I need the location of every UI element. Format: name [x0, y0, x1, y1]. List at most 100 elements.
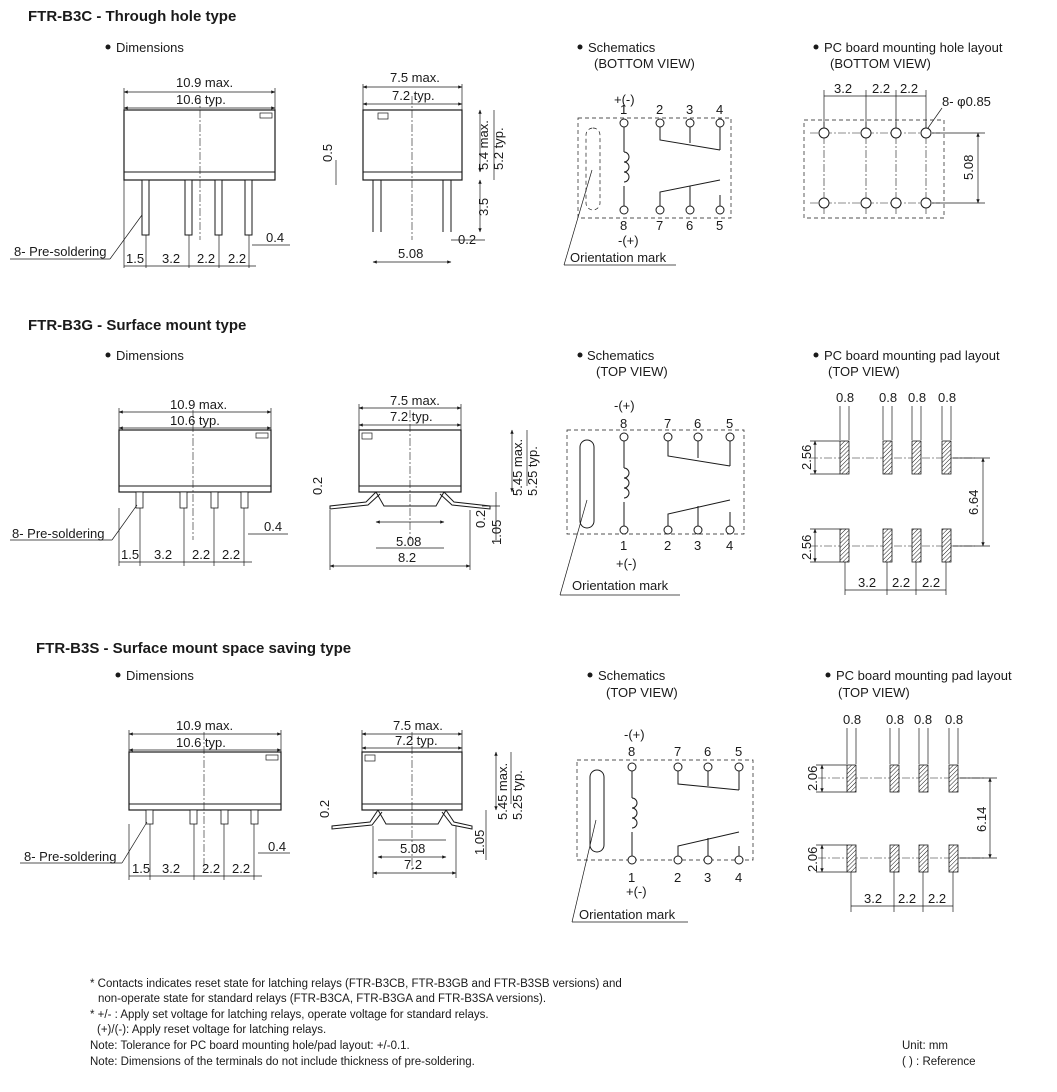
bottom-sign: +(-)	[626, 884, 647, 899]
schematic-ftr-b3c: Schematics (BOTTOM VIEW) +(-) 1 2 3 4 8 …	[563, 40, 732, 266]
height-typ: 5.2 typ.	[491, 127, 506, 170]
length-typ-label: 10.6 typ.	[170, 413, 220, 428]
relay-body	[118, 429, 272, 493]
pin-number: 2	[664, 538, 671, 553]
side-view: 7.5 max. 7.2 typ. 5.08 8.2 0.2 5.45 max.…	[310, 393, 540, 570]
hole-pitch: 2.2	[872, 81, 890, 96]
standoff-dim: 1.05	[489, 520, 504, 545]
pad-layout-ftr-b3g: PC board mounting pad layout (TOP VIEW) …	[799, 348, 1000, 595]
layout-view: (TOP VIEW)	[838, 685, 910, 700]
terminal-width: 0.4	[268, 839, 286, 854]
presolder-label: 8- Pre-soldering	[14, 244, 107, 259]
unit-label: Unit: mm	[902, 1040, 948, 1052]
relay-body	[123, 109, 276, 181]
lead-thickness: 0.2	[310, 477, 325, 495]
terminal-width: 0.4	[266, 230, 284, 245]
pitch-3: 2.2	[202, 861, 220, 876]
mounting-pads	[839, 440, 952, 563]
height-max: 5.4 max.	[476, 120, 491, 170]
overall-width: 7.2	[404, 857, 422, 872]
through-hole-pins	[141, 179, 253, 236]
pitch-4: 2.2	[232, 861, 250, 876]
hole-layout-ftr-b3c: PC board mounting hole layout (BOTTOM VI…	[803, 40, 1003, 219]
footnote: non-operate state for standard relays (F…	[98, 993, 546, 1005]
pad-pitch: 3.2	[858, 575, 876, 590]
lead-thickness-2: 0.2	[473, 510, 488, 528]
pin-thickness: 0.2	[458, 232, 476, 247]
section-ftr-b3c: FTR-B3C - Through hole type Dimensions 1…	[10, 8, 1003, 268]
pin-number: 1	[620, 102, 627, 117]
width-typ-label: 7.2 typ.	[392, 88, 435, 103]
pitch-2: 3.2	[154, 547, 172, 562]
schematic-view: (TOP VIEW)	[606, 685, 678, 700]
height-max: 5.45 max.	[510, 439, 525, 496]
hole-callout: 8- φ0.85	[942, 94, 991, 109]
orientation-mark-label: Orientation mark	[572, 578, 669, 593]
pin-number: 3	[694, 538, 701, 553]
pin-number: 2	[656, 102, 663, 117]
footnote: (+)/(-): Apply reset voltage for latchin…	[97, 1024, 326, 1036]
terminal-width: 0.4	[264, 519, 282, 534]
top-sign: -(+)	[624, 727, 645, 742]
standoff-dim: 1.05	[472, 830, 487, 855]
length-typ-label: 10.6 typ.	[176, 735, 226, 750]
pin-number: 6	[704, 744, 711, 759]
pad-pitch: 2.2	[922, 575, 940, 590]
schematic-ftr-b3g: Schematics (TOP VIEW) -(+) 8 7 6 5 1 2 3…	[559, 348, 745, 596]
pitch-4: 2.2	[228, 251, 246, 266]
pin-number: 7	[656, 218, 663, 233]
mounting-holes	[818, 127, 932, 209]
footnotes: * Contacts indicates reset state for lat…	[90, 978, 976, 1068]
pad-width: 0.8	[836, 390, 854, 405]
dimensions-label: Dimensions	[116, 40, 184, 55]
orientation-mark-label: Orientation mark	[579, 907, 676, 922]
pin-number: 5	[726, 416, 733, 431]
width-typ-label: 7.2 typ.	[395, 733, 438, 748]
pitch-1: 1.5	[132, 861, 150, 876]
pitch-2: 3.2	[162, 251, 180, 266]
pin-number: 6	[686, 218, 693, 233]
pin-number: 5	[735, 744, 742, 759]
pin-length: 3.5	[476, 198, 491, 216]
presolder-label: 8- Pre-soldering	[24, 849, 117, 864]
row-gap: 5.08	[961, 155, 976, 180]
pitch-3: 2.2	[192, 547, 210, 562]
section-title: FTR-B3S - Surface mount space saving typ…	[36, 640, 351, 657]
pitch-1: 1.5	[126, 251, 144, 266]
coil-icon	[623, 151, 630, 183]
mounting-pads	[846, 764, 959, 873]
pad-width: 0.8	[914, 712, 932, 727]
pin-number: 3	[704, 870, 711, 885]
top-sign: -(+)	[614, 398, 635, 413]
pin-span: 5.08	[398, 246, 423, 261]
orientation-mark-label: Orientation mark	[570, 250, 667, 265]
section-ftr-b3g: FTR-B3G - Surface mount type Dimensions …	[10, 317, 1000, 596]
footnote: * Contacts indicates reset state for lat…	[90, 978, 622, 990]
layout-view: (BOTTOM VIEW)	[830, 56, 931, 71]
width-typ-label: 7.2 typ.	[390, 409, 433, 424]
bullet-icon	[105, 352, 111, 358]
height-max: 5.45 max.	[495, 763, 510, 820]
pad-width: 0.8	[879, 390, 897, 405]
pin-number: 4	[716, 102, 723, 117]
overall-width: 8.2	[398, 550, 416, 565]
height-typ: 5.25 typ.	[510, 770, 525, 820]
orientation-bar	[589, 769, 605, 853]
front-view: 10.9 max. 10.6 typ. 8- Pre-soldering 1.5…	[20, 718, 290, 880]
smd-terminals	[145, 809, 259, 825]
relay-side-body	[362, 109, 463, 181]
bullet-icon	[105, 44, 111, 50]
side-view: 7.5 max. 7.2 typ. 5.08 0.2 0.5 5.4 max. …	[320, 70, 506, 264]
pad-height-top: 2.06	[805, 766, 820, 791]
layout-view: (TOP VIEW)	[828, 364, 900, 379]
pad-width: 0.8	[908, 390, 926, 405]
pin-number: 6	[694, 416, 701, 431]
row-gap: 6.14	[974, 807, 989, 832]
pad-pitch: 3.2	[864, 891, 882, 906]
bottom-sign: +(-)	[616, 556, 637, 571]
pitch-3: 2.2	[197, 251, 215, 266]
pitch-4: 2.2	[222, 547, 240, 562]
pitch-1: 1.5	[121, 547, 139, 562]
height-typ: 5.25 typ.	[525, 446, 540, 496]
